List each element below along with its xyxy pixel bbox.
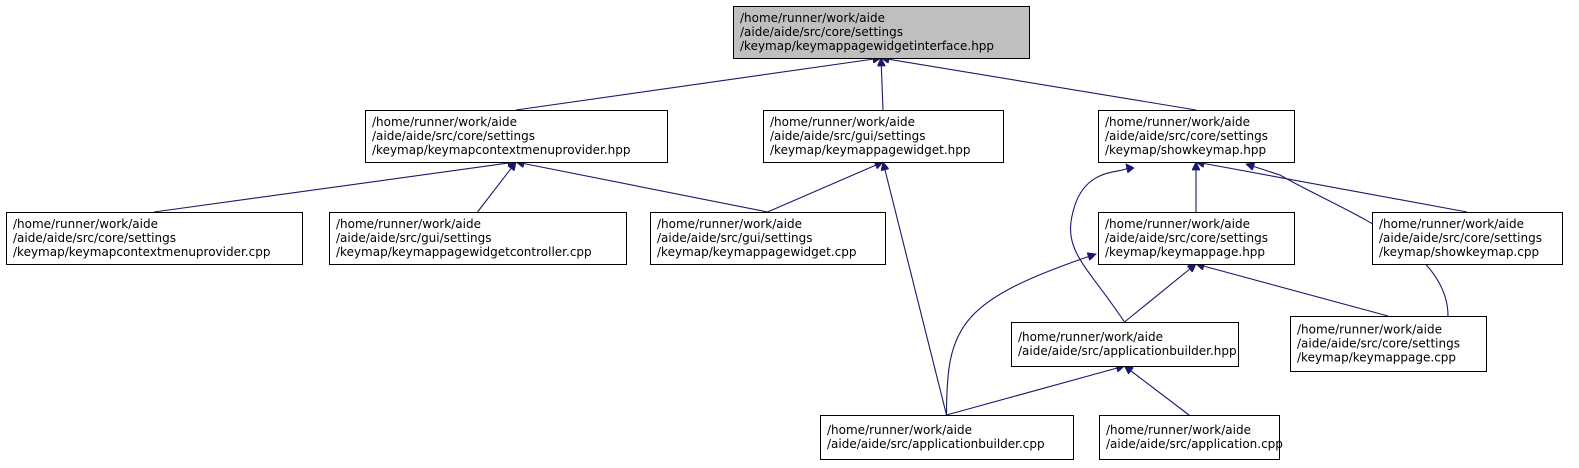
node-keymappage_cpp[interactable]: /home/runner/work/aide/aide/aide/src/cor… [1290,316,1487,372]
node-box[interactable] [820,415,1074,460]
node-label-line: /aide/aide/src/applicationbuilder.cpp [827,437,1045,451]
node-contextmenuprovider_hpp[interactable]: /home/runner/work/aide/aide/aide/src/cor… [365,110,668,163]
node-label-line: /keymap/keymapcontextmenuprovider.hpp [372,143,630,157]
edge-applicationbuilder_hpp-to-keymappage_hpp [1124,264,1197,323]
node-label-line: /home/runner/work/aide [740,11,885,25]
node-label-line: /aide/aide/src/gui/settings [770,129,926,143]
node-label-line: /aide/aide/src/core/settings [740,25,903,39]
node-root[interactable]: /home/runner/work/aide/aide/aide/src/cor… [733,6,1030,59]
edges-layer [153,58,1468,416]
node-contextmenuprovider_cpp[interactable]: /home/runner/work/aide/aide/aide/src/cor… [6,212,303,265]
node-label-line: /keymap/keymappage.hpp [1105,245,1265,259]
node-label-line: /keymap/showkeymap.cpp [1379,245,1539,259]
edge-keymappagewidgetcontroller_cpp-to-contextmenuprovider_hpp [477,162,517,213]
node-label-line: /home/runner/work/aide [1105,115,1250,129]
edge-keymappagewidget_hpp-to-root [881,58,883,111]
node-label-line: /keymap/showkeymap.hpp [1105,143,1266,157]
node-applicationbuilder_cpp[interactable]: /home/runner/work/aide/aide/aide/src/app… [820,415,1074,460]
node-label-line: /keymap/keymappagewidgetinterface.hpp [740,39,994,53]
node-label-line: /aide/aide/src/applicationbuilder.hpp [1018,344,1237,358]
node-box[interactable] [1098,212,1295,265]
node-applicationbuilder_hpp[interactable]: /home/runner/work/aide/aide/aide/src/app… [1011,322,1239,367]
node-label-line: /aide/aide/src/core/settings [1105,129,1268,143]
node-showkeymap_hpp[interactable]: /home/runner/work/aide/aide/aide/src/cor… [1098,110,1295,163]
edge-applicationbuilder_cpp-to-keymappagewidget_hpp [883,162,948,416]
node-box[interactable] [650,212,886,265]
node-label-line: /home/runner/work/aide [1379,217,1524,231]
node-label-line: /home/runner/work/aide [336,217,481,231]
edge-contextmenuprovider_hpp-to-root [515,58,881,111]
node-label-line: /home/runner/work/aide [1105,217,1250,231]
node-box[interactable] [1372,212,1563,265]
node-label-line: /keymap/keymappagewidget.cpp [657,245,857,259]
node-label-line: /home/runner/work/aide [827,423,972,437]
edge-application_cpp-to-applicationbuilder_hpp [1125,366,1190,416]
node-label-line: /aide/aide/src/core/settings [1379,231,1542,245]
node-showkeymap_cpp[interactable]: /home/runner/work/aide/aide/aide/src/cor… [1372,212,1563,265]
node-label-line: /home/runner/work/aide [657,217,802,231]
edge-showkeymap_cpp-to-showkeymap_hpp [1196,162,1468,213]
node-label-line: /keymap/keymappage.cpp [1297,351,1456,365]
node-label-line: /home/runner/work/aide [770,115,915,129]
node-label-line: /keymap/keymappagewidget.hpp [770,143,971,157]
node-box[interactable] [1099,415,1280,460]
node-label-line: /home/runner/work/aide [1297,323,1442,337]
edge-keymappagewidget_cpp-to-contextmenuprovider_hpp [516,162,768,213]
nodes-layer: /home/runner/work/aide/aide/aide/src/cor… [6,6,1563,460]
node-keymappage_hpp[interactable]: /home/runner/work/aide/aide/aide/src/cor… [1098,212,1295,265]
node-label-line: /home/runner/work/aide [1106,423,1251,437]
edge-applicationbuilder_cpp-to-keymappage_hpp [945,254,1097,416]
edge-keymappagewidget_cpp-to-keymappagewidget_hpp [767,162,884,213]
node-application_cpp[interactable]: /home/runner/work/aide/aide/aide/src/app… [1099,415,1283,460]
node-label-line: /aide/aide/src/core/settings [13,231,176,245]
edge-keymappage_cpp-to-keymappage_hpp [1196,264,1389,317]
node-label-line: /aide/aide/src/gui/settings [657,231,813,245]
node-label-line: /aide/aide/src/gui/settings [336,231,492,245]
node-box[interactable] [329,212,627,265]
node-keymappagewidget_cpp[interactable]: /home/runner/work/aide/aide/aide/src/gui… [650,212,886,265]
edge-showkeymap_hpp-to-root [881,58,1197,111]
node-keymappagewidgetcontroller_cpp[interactable]: /home/runner/work/aide/aide/aide/src/gui… [329,212,627,265]
node-box[interactable] [733,6,1030,59]
edge-applicationbuilder_hpp-to-showkeymap_hpp [1070,164,1128,323]
node-box[interactable] [1098,110,1295,163]
node-label-line: /keymap/keymappagewidgetcontroller.cpp [336,245,592,259]
node-box[interactable] [365,110,668,163]
edge-applicationbuilder_cpp-to-applicationbuilder_hpp [946,366,1125,416]
node-label-line: /aide/aide/src/core/settings [372,129,535,143]
node-label-line: /aide/aide/src/core/settings [1297,337,1460,351]
node-box[interactable] [763,110,1004,163]
edge-contextmenuprovider_cpp-to-contextmenuprovider_hpp [153,162,516,213]
node-box[interactable] [6,212,303,265]
node-keymappagewidget_hpp[interactable]: /home/runner/work/aide/aide/aide/src/gui… [763,110,1004,163]
node-label-line: /aide/aide/src/application.cpp [1106,437,1283,451]
node-box[interactable] [1290,316,1487,372]
node-box[interactable] [1011,322,1239,367]
node-label-line: /home/runner/work/aide [372,115,517,129]
node-label-line: /keymap/keymapcontextmenuprovider.cpp [13,245,270,259]
node-label-line: /home/runner/work/aide [1018,330,1163,344]
node-label-line: /aide/aide/src/core/settings [1105,231,1268,245]
node-label-line: /home/runner/work/aide [13,217,158,231]
